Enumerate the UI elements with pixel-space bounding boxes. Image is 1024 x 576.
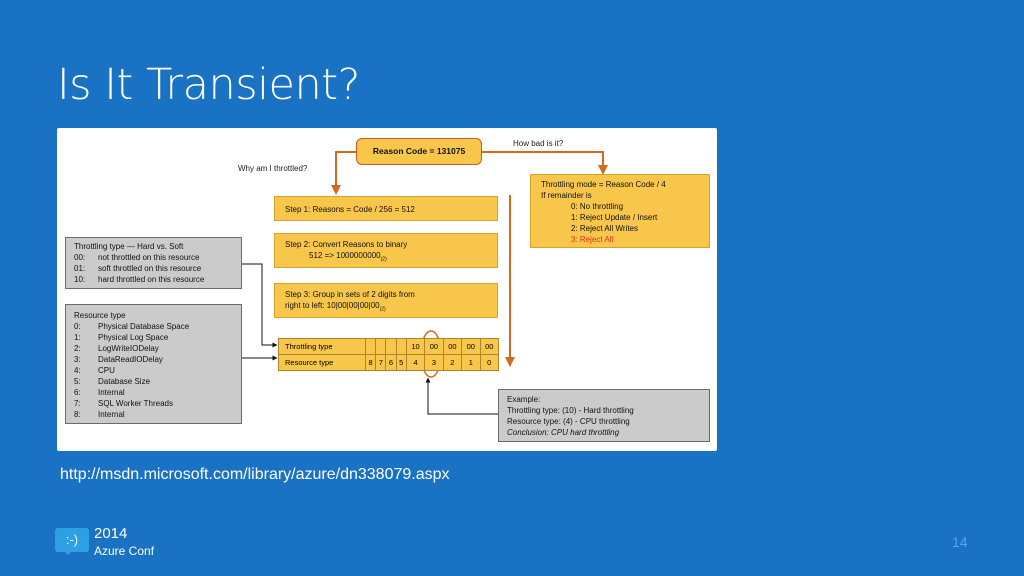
step-3-box: Step 3: Group in sets of 2 digits from r… [274, 283, 498, 318]
grid-cell: 7 [375, 354, 387, 371]
step-1-box: Step 1: Reasons = Code / 256 = 512 [274, 196, 498, 221]
grid-row-throttling: Throttling type 10 00 00 00 00 [278, 338, 499, 355]
grid-cell: 4 [405, 354, 426, 371]
how-bad-label: How bad is it? [513, 139, 564, 148]
tt-code-2: 10: [74, 275, 86, 284]
rt-text-7: SQL Worker Threads [98, 399, 173, 408]
tt-text-2: hard throttled on this resource [98, 275, 205, 284]
mode-line2: If remainder is [541, 191, 592, 200]
rt-code-6: 6: [74, 388, 81, 397]
reason-code-box: Reason Code = 131075 [356, 138, 482, 165]
grid-cell: 0 [479, 354, 499, 371]
grid-cell [375, 338, 387, 355]
rt-code-7: 7: [74, 399, 81, 408]
grid-row-resource: Resource type 8 7 6 5 4 3 2 1 0 [278, 354, 499, 371]
grid-cell: 00 [424, 338, 444, 355]
rt-text-6: Internal [98, 388, 125, 397]
grid-cell: 00 [442, 338, 463, 355]
rt-code-5: 5: [74, 377, 81, 386]
rt-code-0: 0: [74, 322, 81, 331]
rt-text-3: DataReadIODelay [98, 355, 163, 364]
rt-text-8: Internal [98, 410, 125, 419]
step-2-line1: Step 2: Convert Reasons to binary [285, 240, 408, 249]
tt-text-1: soft throttled on this resource [98, 264, 202, 273]
logo-year: 2014 [94, 525, 128, 542]
rt-text-4: CPU [98, 366, 115, 375]
mode-item-0: 0: No throttling [571, 202, 624, 211]
mode-item-3: 3: Reject All [571, 235, 614, 244]
grid-cell: 1 [461, 354, 481, 371]
rt-text-2: LogWriteIODelay [98, 344, 159, 353]
throttling-type-box: Throttling type — Hard vs. Soft 00: not t… [65, 237, 242, 289]
mode-item-1: 1: Reject Update / Insert [571, 213, 658, 222]
logo-tail-icon [62, 549, 74, 555]
example-line4: Conclusion: CPU hard throttling [507, 428, 620, 437]
step-2-box: Step 2: Convert Reasons to binary 512 =>… [274, 233, 498, 268]
page-number: 14 [952, 534, 968, 550]
tt-text-0: not throttled on this resource [98, 253, 200, 262]
grid-cell: 00 [479, 338, 499, 355]
throttling-mode-box: Throttling mode = Reason Code / 4 If rem… [530, 174, 710, 248]
source-link[interactable]: http://msdn.microsoft.com/library/azure/… [60, 466, 450, 483]
rt-code-8: 8: [74, 410, 81, 419]
rt-text-0: Physical Database Space [98, 322, 190, 331]
grid-cell [395, 338, 407, 355]
resource-type-title: Resource type [74, 311, 126, 320]
grid-cell: 10 [405, 338, 426, 355]
tt-code-0: 00: [74, 253, 86, 262]
why-throttled-label: Why am I throttled? [238, 164, 308, 173]
grid-cell: 3 [424, 354, 444, 371]
mode-line1: Throttling mode = Reason Code / 4 [541, 180, 666, 189]
slide-title: Is It Transient? [57, 60, 360, 110]
grid-cell: 5 [395, 354, 407, 371]
rt-code-3: 3: [74, 355, 81, 364]
resource-type-box: Resource type 0:Physical Database Space … [65, 304, 242, 424]
grid-cell: 6 [385, 354, 397, 371]
grid-row1-label: Throttling type [278, 338, 366, 355]
step-1-text: Step 1: Reasons = Code / 256 = 512 [285, 205, 415, 214]
tt-code-1: 01: [74, 264, 86, 273]
rt-text-1: Physical Log Space [98, 333, 169, 342]
step-3-line1: Step 3: Group in sets of 2 digits from [285, 290, 415, 299]
grid-cell: 2 [442, 354, 463, 371]
grid-cell: 00 [461, 338, 481, 355]
rt-code-1: 1: [74, 333, 81, 342]
grid-cell [364, 338, 377, 355]
example-line3: Resource type: (4) - CPU throttling [507, 417, 630, 426]
step-3-sub: (2) [379, 306, 386, 313]
step-2-line2: 512 => 1000000000 [309, 251, 381, 260]
step-3-line2: right to left: 10|00|00|00|00 [285, 301, 380, 310]
example-box: Example: Throttling type: (10) - Hard th… [498, 389, 710, 442]
rt-code-2: 2: [74, 344, 81, 353]
throttling-type-title: Throttling type — Hard vs. Soft [74, 242, 184, 251]
grid-cell: 8 [364, 354, 377, 371]
azure-conf-logo-icon: :-) [55, 528, 89, 552]
logo-name: Azure Conf [94, 544, 155, 558]
example-line1: Example: [507, 395, 541, 404]
rt-text-5: Database Size [98, 377, 151, 386]
mode-item-2: 2: Reject All Writes [571, 224, 638, 233]
step-2-sub: (2) [380, 256, 387, 263]
bit-grid: Throttling type 10 00 00 00 00 Resource … [278, 338, 499, 371]
rt-code-4: 4: [74, 366, 81, 375]
example-line2: Throttling type: (10) - Hard throttling [507, 406, 634, 415]
grid-row2-label: Resource type [278, 354, 366, 371]
grid-cell [385, 338, 397, 355]
